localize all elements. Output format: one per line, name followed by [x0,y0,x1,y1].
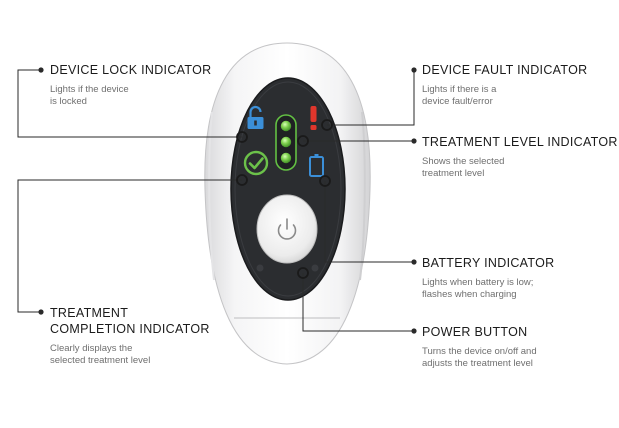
device-fault-desc: Lights if there is a device fault/error [422,84,497,107]
battery-title: BATTERY INDICATOR [422,256,555,270]
battery-icon [309,154,324,177]
level-led-3 [280,152,292,164]
lock-icon [247,105,264,129]
leader-dots [38,67,417,334]
leader-power [302,273,414,332]
leader-device-lock [17,69,242,138]
label-treatment-level: TREATMENT LEVEL INDICATOR Shows the sele… [422,134,618,180]
power-button-illustration [256,194,318,264]
label-device-fault: DEVICE FAULT INDICATOR Lights if there i… [422,62,587,108]
label-battery: BATTERY INDICATOR Lights when battery is… [422,255,554,301]
treatment-level-title: TREATMENT LEVEL INDICATOR [422,135,618,149]
target-rings [236,119,333,279]
leader-lines [17,69,415,332]
leader-battery [324,181,414,263]
device-lock-title: DEVICE LOCK INDICATOR [50,63,212,77]
control-panel [230,77,346,301]
leader-treatment-completion [17,179,242,313]
treatment-completion-desc: Clearly displays the selected treatment … [50,343,151,366]
device-fault-title: DEVICE FAULT INDICATOR [422,63,588,77]
label-power-button: POWER BUTTON Turns the device on/off and… [422,324,537,370]
checkmark-icon [243,150,269,176]
treatment-level-desc: Shows the selected treatment level [422,156,505,179]
treatment-level-leds [275,114,297,171]
label-device-lock: DEVICE LOCK INDICATOR Lights if the devi… [50,62,211,108]
label-treatment-completion: TREATMENT COMPLETION INDICATOR Clearly d… [50,305,210,367]
battery-desc: Lights when battery is low; flashes when… [422,277,534,300]
exclamation-icon [310,106,317,130]
power-icon [277,218,297,240]
treatment-completion-title: TREATMENT COMPLETION INDICATOR [50,306,210,336]
leader-device-fault [327,70,415,126]
level-led-1 [280,120,292,132]
level-led-2 [280,136,292,148]
power-button-desc: Turns the device on/off and adjusts the … [422,346,537,369]
power-button-title: POWER BUTTON [422,325,528,339]
device-lock-desc: Lights if the device is locked [50,84,129,107]
